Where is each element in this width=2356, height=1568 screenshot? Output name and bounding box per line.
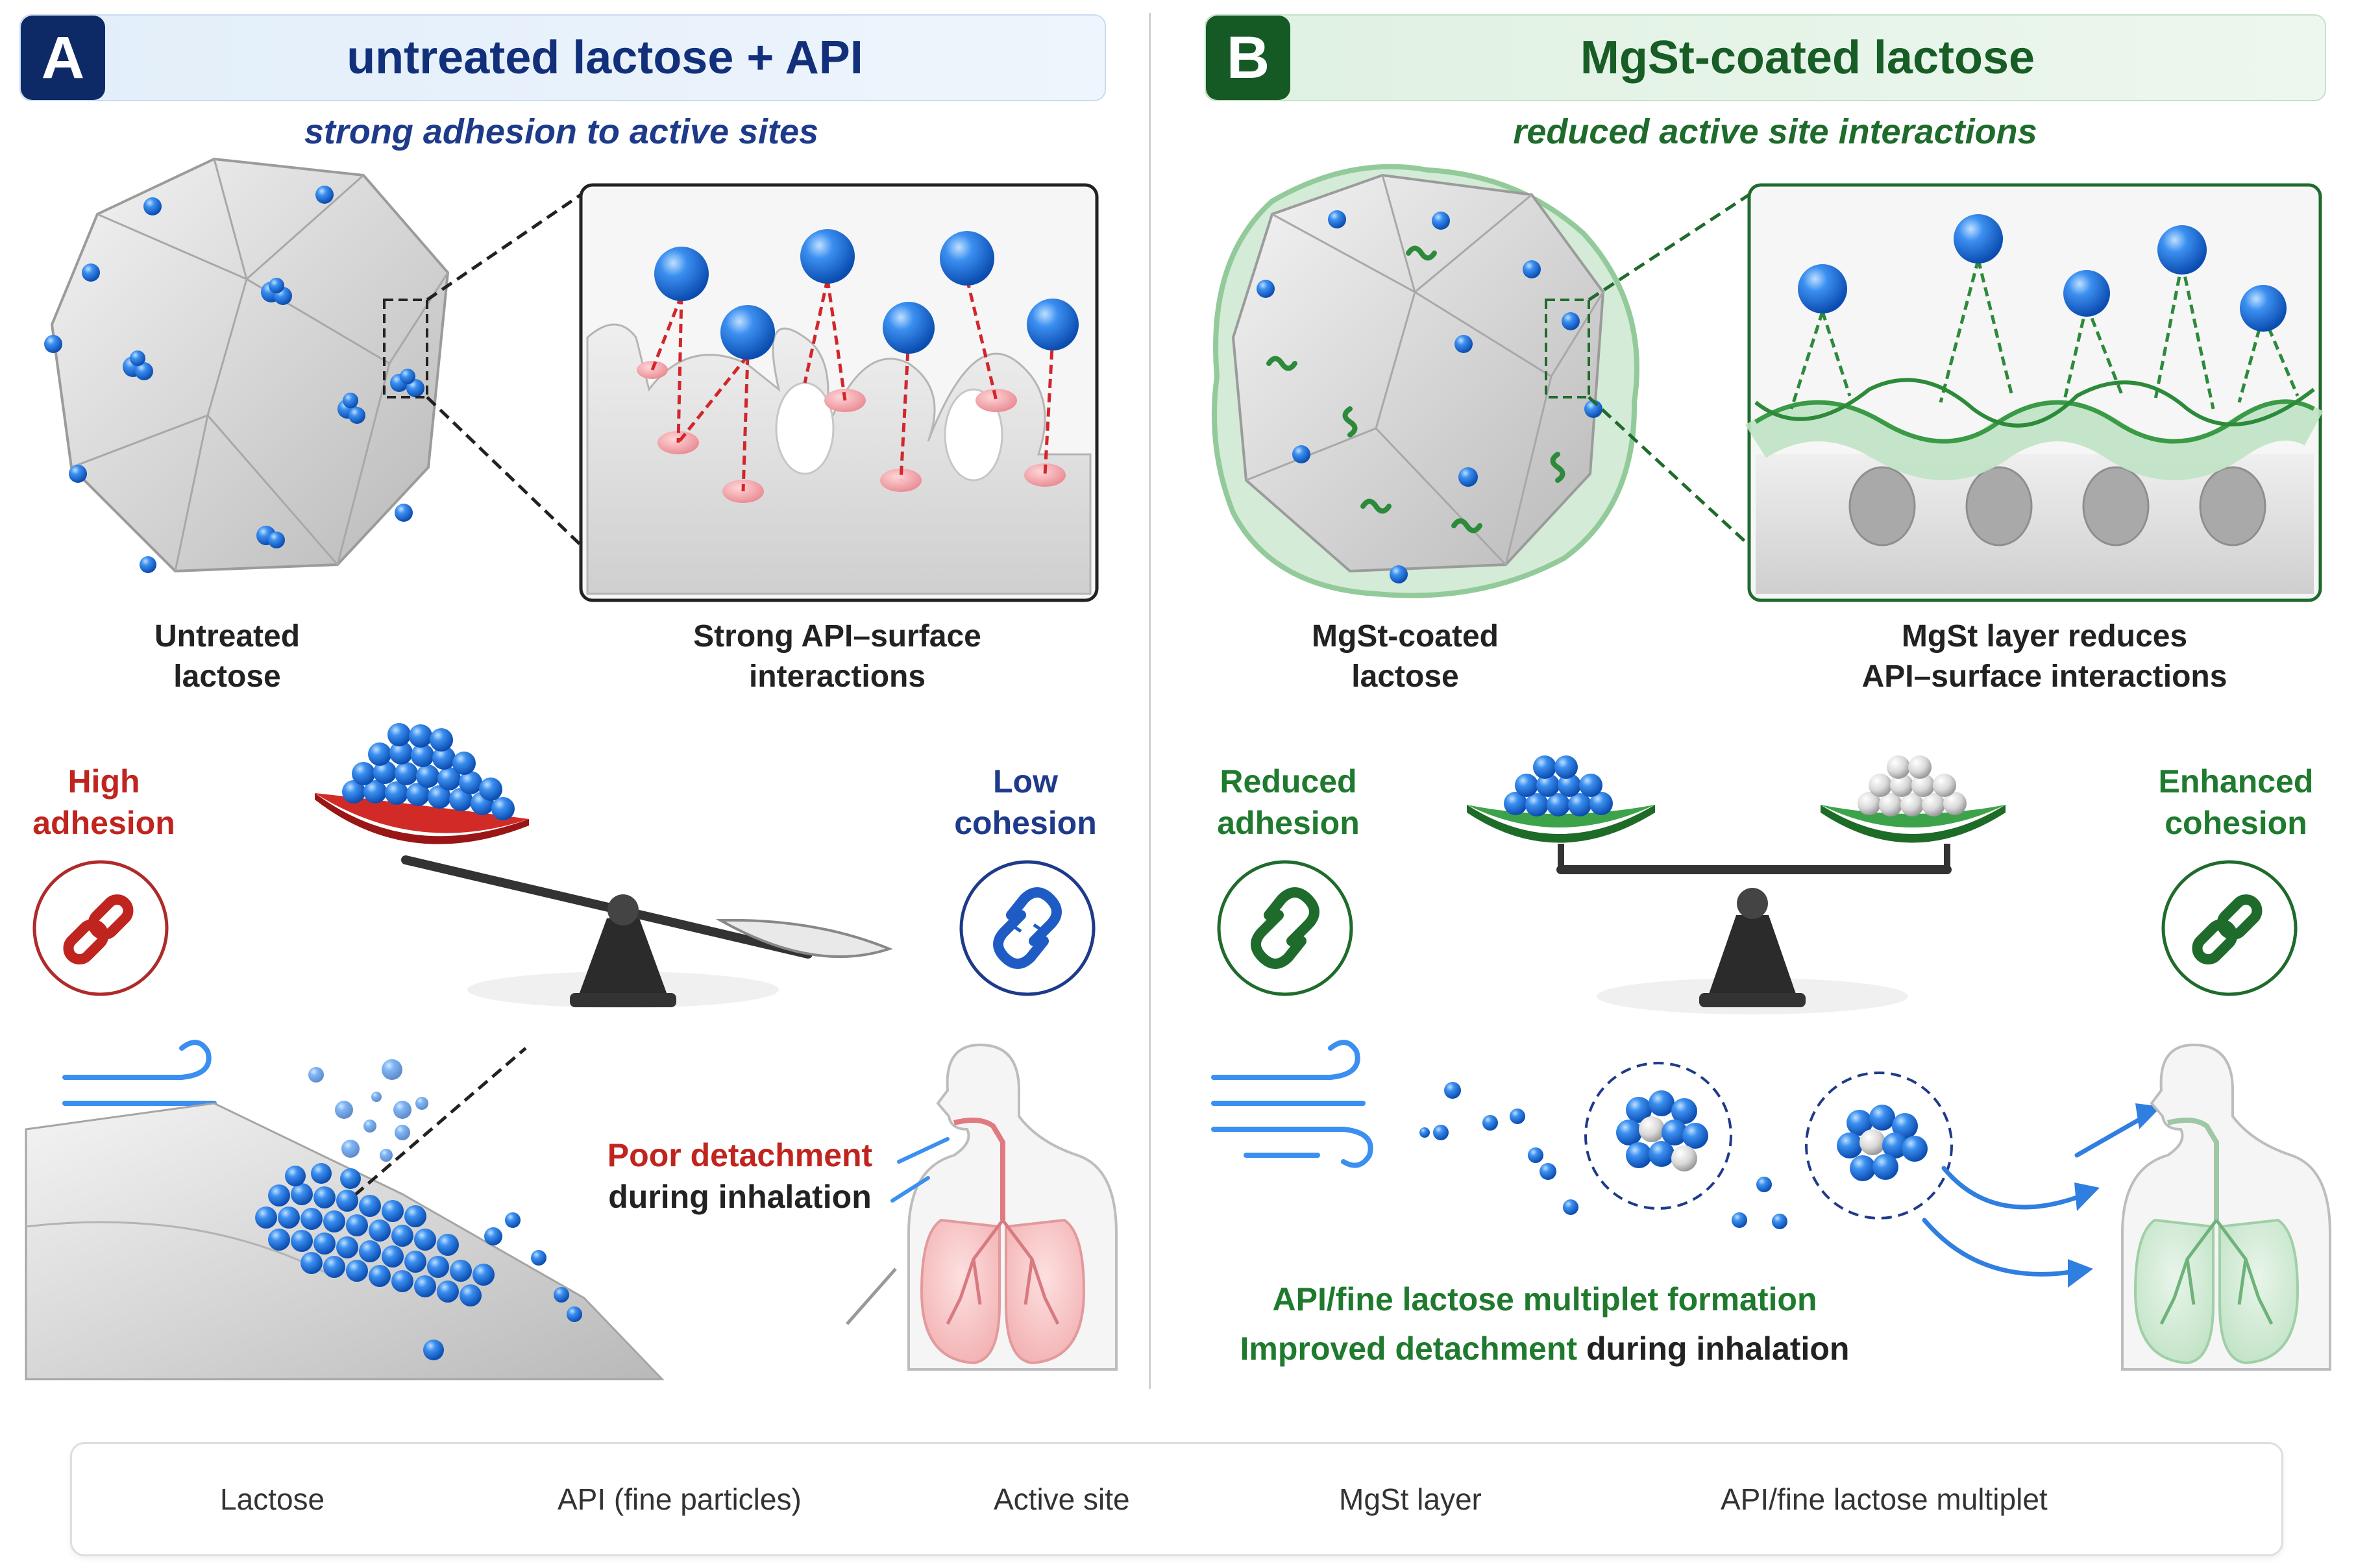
detached-api-a bbox=[308, 1059, 428, 1162]
detach-line-a bbox=[339, 1047, 527, 1208]
legend-lactose-label: Lactose bbox=[220, 1482, 325, 1516]
lactose-pile-on-scale-b bbox=[1858, 755, 1967, 816]
caption-mgst-reduces-line2: API–surface interactions bbox=[1861, 659, 2227, 694]
zoom-region-a bbox=[383, 299, 428, 398]
chain-link-icon bbox=[32, 860, 169, 996]
broken-chain-icon bbox=[959, 860, 1096, 996]
flow-arrows-b bbox=[1922, 1114, 2148, 1277]
broken-chain-icon-b bbox=[1217, 860, 1353, 996]
airflow-icon-b bbox=[1211, 1040, 1373, 1168]
api-particles-on-lactose-a bbox=[44, 186, 424, 573]
api-pile-on-scale-a bbox=[342, 723, 515, 820]
legend-api-label: API (fine particles) bbox=[558, 1482, 802, 1516]
label-low-cohesion-line2: cohesion bbox=[954, 805, 1097, 841]
zoom-region-b bbox=[1545, 299, 1590, 398]
zoom-line-b-bottom bbox=[1588, 396, 1750, 546]
caption-strong-line1: Strong API–surface bbox=[693, 619, 981, 654]
label-high-adhesion-line2: adhesion bbox=[32, 805, 175, 841]
panel-a-badge: A bbox=[21, 16, 105, 100]
legend-mgst-label: MgSt layer bbox=[1339, 1482, 1482, 1516]
label-improved-detachment: Improved detachment during inhalation bbox=[1220, 1328, 1869, 1369]
flow-arrowheads-b bbox=[2068, 1103, 2161, 1288]
human-lungs-icon-b bbox=[2121, 1043, 2331, 1371]
untreated-lactose-particle bbox=[50, 157, 450, 573]
legend-multiplet-label: API/fine lactose multiplet bbox=[1721, 1482, 2048, 1516]
label-enhanced-cohesion-line1: Enhanced bbox=[2158, 763, 2314, 800]
label-poor-detachment-line1: Poor detachment bbox=[607, 1137, 873, 1173]
panel-b-header: B MgSt-coated lactose bbox=[1205, 14, 2326, 101]
panel-divider bbox=[1149, 13, 1151, 1389]
label-high-adhesion: High adhesion bbox=[26, 761, 182, 844]
panel-b-badge: B bbox=[1206, 16, 1290, 100]
panel-a-title: untreated lactose + API bbox=[347, 32, 863, 84]
balance-scale-icon-b bbox=[1467, 805, 2006, 1014]
label-low-cohesion: Low cohesion bbox=[944, 761, 1107, 844]
panel-b-title: MgSt-coated lactose bbox=[1580, 32, 2035, 84]
caption-mgst-reduces: MgSt layer reduces API–surface interacti… bbox=[1804, 617, 2285, 697]
free-api-particles-b bbox=[1419, 1082, 1787, 1229]
panel-b-subtitle: reduced active site interactions bbox=[1513, 112, 2037, 151]
label-reduced-adhesion: Reduced adhesion bbox=[1207, 761, 1369, 844]
legend: Lactose API (fine particles) Active site… bbox=[70, 1442, 2283, 1556]
label-poor-detachment: Poor detachment during inhalation bbox=[587, 1134, 892, 1218]
label-reduced-adhesion-line1: Reduced bbox=[1220, 763, 1357, 800]
label-improved-detachment-rest: during inhalation bbox=[1577, 1330, 1850, 1367]
legend-active-site-label: Active site bbox=[994, 1482, 1130, 1516]
caption-untreated-line2: lactose bbox=[173, 659, 281, 694]
caption-untreated-line1: Untreated bbox=[154, 619, 301, 654]
caption-mgst-reduces-line1: MgSt layer reduces bbox=[1901, 619, 2188, 654]
caption-untreated-lactose: Untreated lactose bbox=[104, 617, 350, 697]
label-improved-detachment-highlight: Improved detachment bbox=[1240, 1330, 1578, 1367]
multiplet-cluster-2 bbox=[1805, 1072, 1953, 1219]
zoom-box-b bbox=[1745, 183, 2324, 602]
caption-mgst-line1: MgSt-coated bbox=[1312, 619, 1499, 654]
label-poor-detachment-line2: during inhalation bbox=[608, 1179, 872, 1215]
label-multiplet-formation: API/fine lactose multiplet formation bbox=[1272, 1281, 1817, 1317]
panel-a-subtitle: strong adhesion to active sites bbox=[304, 112, 819, 151]
caption-mgst-coated-lactose: MgSt-coated lactose bbox=[1282, 617, 1528, 697]
zoom-box-a bbox=[579, 183, 1099, 602]
label-enhanced-cohesion-line2: cohesion bbox=[2165, 805, 2307, 841]
caption-mgst-line2: lactose bbox=[1351, 659, 1459, 694]
caption-strong-line2: interactions bbox=[748, 659, 926, 694]
balance-scale-icon-a bbox=[315, 793, 893, 1008]
multiplet-cluster-1 bbox=[1584, 1062, 1732, 1210]
label-low-cohesion-line1: Low bbox=[993, 763, 1058, 800]
mgst-coated-lactose-particle bbox=[1211, 164, 1639, 598]
api-particles-on-lactose-b bbox=[1257, 210, 1602, 583]
zoom-line-a-bottom bbox=[426, 396, 582, 546]
label-enhanced-cohesion: Enhanced cohesion bbox=[2142, 761, 2330, 844]
api-pile-on-scale-b bbox=[1504, 755, 1613, 816]
human-lungs-icon-a bbox=[846, 1043, 1118, 1371]
api-cluster-on-surface-a bbox=[255, 1163, 582, 1360]
zoom-line-a-top bbox=[426, 193, 582, 302]
caption-strong-interactions: Strong API–surface interactions bbox=[623, 617, 1051, 697]
label-reduced-adhesion-line2: adhesion bbox=[1217, 805, 1360, 841]
chain-link-icon-b bbox=[2161, 860, 2298, 996]
zoom-line-b-top bbox=[1588, 193, 1750, 302]
panel-a-header: A untreated lactose + API bbox=[19, 14, 1106, 101]
mgst-strands-on-particle bbox=[1266, 245, 1565, 533]
label-high-adhesion-line1: High bbox=[67, 763, 140, 800]
